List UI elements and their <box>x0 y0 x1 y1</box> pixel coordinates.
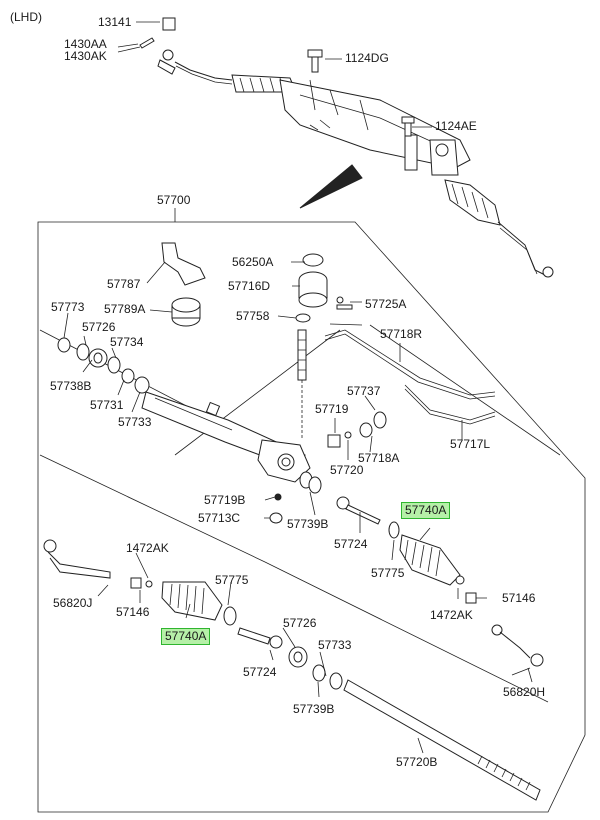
assembled-rack-illustration <box>139 17 554 278</box>
part-label-57146-left: 57146 <box>116 605 150 619</box>
cap-56250A <box>302 253 324 267</box>
seal-57758 <box>295 313 311 323</box>
part-label-57719: 57719 <box>315 402 349 416</box>
rack-housing <box>141 391 311 483</box>
part-label-57758: 57758 <box>236 309 270 323</box>
part-label-56820H: 56820H <box>503 685 546 699</box>
pinion-shaft <box>297 329 307 381</box>
part-label-57720: 57720 <box>330 463 364 477</box>
clamp-57787 <box>161 242 206 286</box>
boot-left-57740A <box>161 581 223 621</box>
part-label-57731: 57731 <box>90 398 124 412</box>
outer-tie-rod-left <box>43 539 111 579</box>
part-label-1472AK-left: 1472AK <box>126 541 169 555</box>
part-label-1430AA: 1430AA <box>64 37 107 51</box>
part-label-57773: 57773 <box>51 300 85 314</box>
part-label-57726-top: 57726 <box>82 320 116 334</box>
part-label-1124AE: 1124AE <box>435 119 477 133</box>
part-label-57789A: 57789A <box>104 302 146 316</box>
part-label-57740A-right-highlighted: 57740A <box>401 502 451 519</box>
part-label-57738B: 57738B <box>50 379 92 393</box>
part-label-57734: 57734 <box>110 335 144 349</box>
yoke-57716D <box>298 271 328 308</box>
part-label-57719B: 57719B <box>204 493 246 507</box>
part-label-57725A: 57725A <box>365 297 407 311</box>
part-label-57740A-left-highlighted: 57740A <box>161 628 211 645</box>
part-label-13141: 13141 <box>98 15 132 29</box>
part-label-57739B-top: 57739B <box>287 517 329 531</box>
band-57775-left <box>223 606 237 626</box>
part-label-57718A: 57718A <box>358 451 400 465</box>
part-label-1124DG: 1124DG <box>345 51 389 65</box>
part-label-57716D: 57716D <box>228 279 271 293</box>
part-label-57775-right: 57775 <box>371 566 405 580</box>
part-label-57718R: 57718R <box>380 327 423 341</box>
inner-tie-rod-right <box>336 496 381 525</box>
parts-frame <box>37 221 586 813</box>
outer-tie-rod-right <box>491 624 544 683</box>
part-label-57724-bottom: 57724 <box>243 665 277 679</box>
part-label-57726-bottom: 57726 <box>283 616 317 630</box>
part-label-57739B-bottom: 57739B <box>293 702 335 716</box>
part-label-57713C: 57713C <box>198 511 241 525</box>
part-label-57717L: 57717L <box>450 437 491 451</box>
explode-arrow <box>299 164 363 209</box>
boot-right-57740A <box>399 534 461 586</box>
part-label-57787: 57787 <box>107 277 141 291</box>
part-label-56820J: 56820J <box>53 596 93 610</box>
part-label-56250A: 56250A <box>232 255 274 269</box>
part-label-57775-left: 57775 <box>215 573 249 587</box>
part-label-57724-right: 57724 <box>334 537 368 551</box>
part-label-1472AK-right: 1472AK <box>430 608 473 622</box>
part-label-57720B: 57720B <box>396 755 438 769</box>
part-label-57737: 57737 <box>347 384 381 398</box>
part-label-57733-bottom: 57733 <box>318 638 352 652</box>
bushing-57789A <box>171 297 201 327</box>
part-label-1430AK: 1430AK <box>64 49 107 63</box>
variant-label: (LHD) <box>10 10 42 24</box>
part-label-57733-top: 57733 <box>118 415 152 429</box>
rack-bar-57720B <box>343 679 541 801</box>
part-label-57700: 57700 <box>157 193 191 207</box>
band-57775-right <box>388 521 400 539</box>
part-label-57146-right: 57146 <box>502 591 536 605</box>
